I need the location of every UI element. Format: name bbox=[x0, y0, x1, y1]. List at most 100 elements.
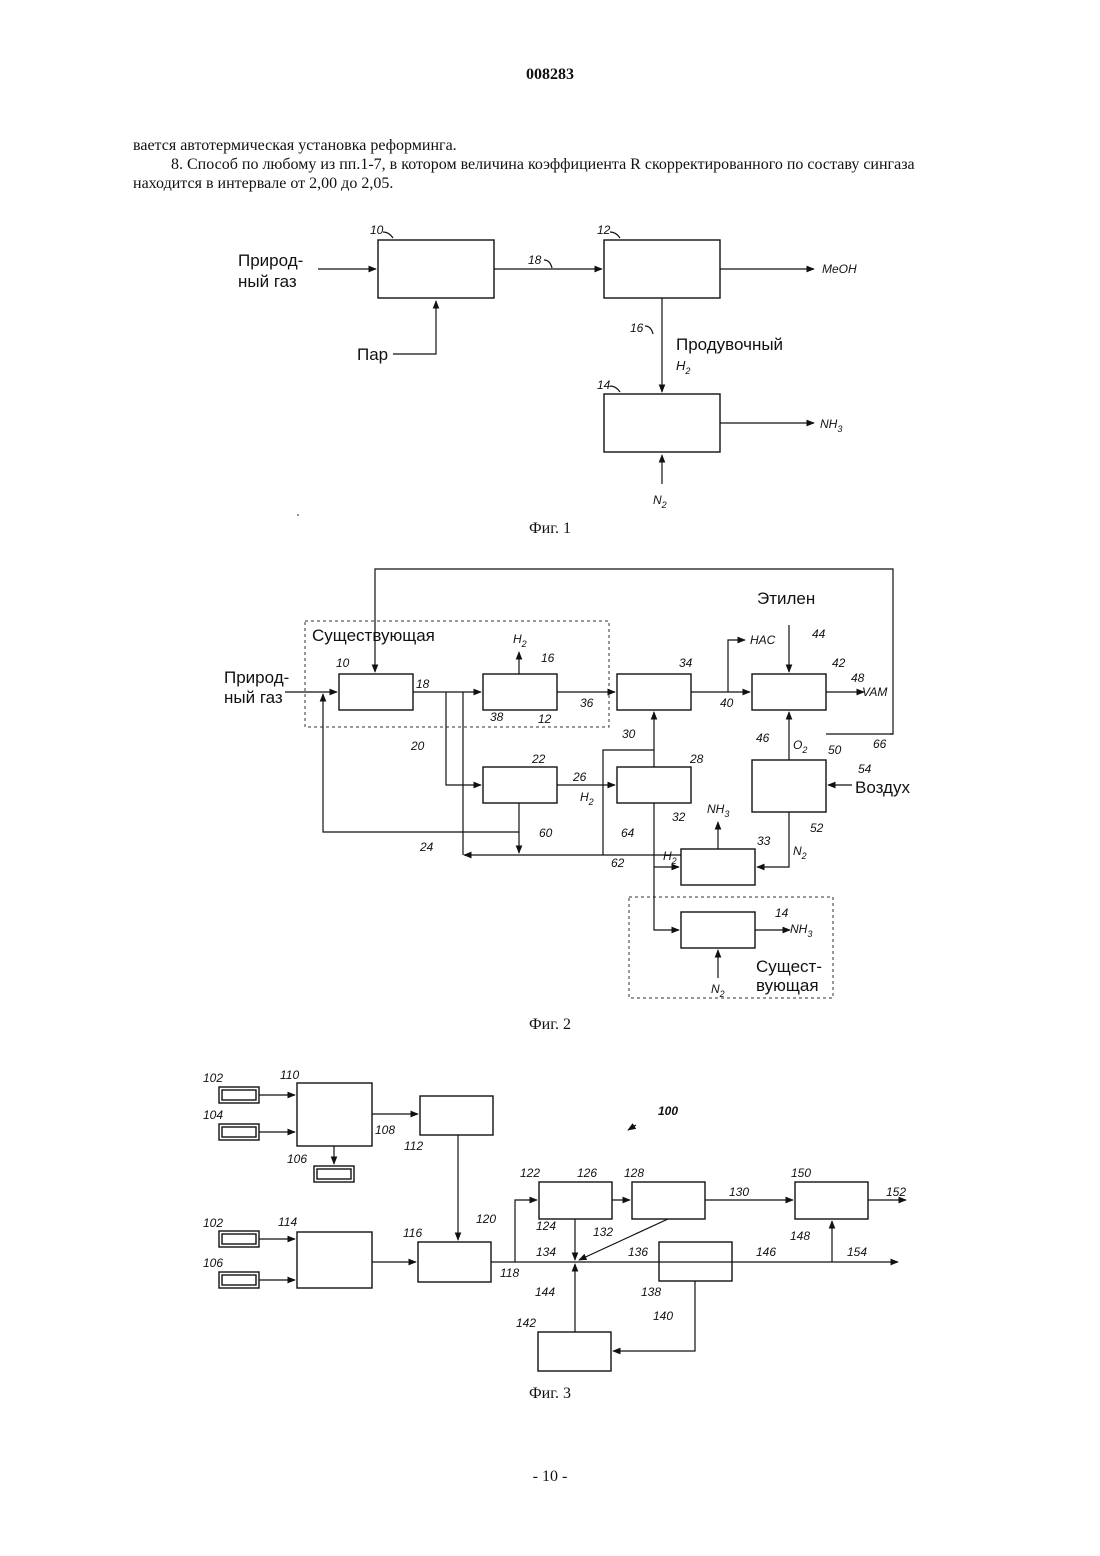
svg-text:O2: O2 bbox=[793, 738, 807, 755]
fig2-feed-label-2: ный газ bbox=[224, 688, 283, 707]
fig2-hac-label: HAC bbox=[750, 633, 776, 647]
fig1-nh3-label: NH bbox=[820, 417, 838, 431]
fig1-block-10 bbox=[378, 240, 494, 298]
fig2-ref-62: 62 bbox=[611, 856, 625, 870]
fig3-ref-140: 140 bbox=[653, 1309, 673, 1323]
fig3-ref-110: 110 bbox=[280, 1068, 299, 1082]
fig3-ref-144: 144 bbox=[535, 1285, 555, 1299]
fig1-ref-16: 16 bbox=[630, 321, 644, 335]
fig1-ref-14: 14 bbox=[597, 378, 611, 392]
fig3-ref-124: 124 bbox=[536, 1219, 556, 1233]
svg-text:H2: H2 bbox=[676, 358, 690, 376]
fig2-existing-label-bottom-2: вующая bbox=[756, 976, 819, 995]
svg-text:NH3: NH3 bbox=[820, 417, 842, 434]
fig3-ref-132: 132 bbox=[593, 1225, 613, 1239]
fig3-ref-118: 118 bbox=[500, 1266, 519, 1280]
fig3-ref-120: 120 bbox=[476, 1212, 496, 1226]
figure-1: Природ- ный газ Пар Продувочный H2 MeOH … bbox=[238, 223, 857, 516]
fig2-ref-64: 64 bbox=[621, 826, 635, 840]
svg-text:N2: N2 bbox=[711, 982, 725, 999]
fig3-ref-114: 114 bbox=[278, 1215, 297, 1229]
fig3-ref-134: 134 bbox=[536, 1245, 556, 1259]
fig2-ref-26: 26 bbox=[572, 770, 587, 784]
fig2-ref-34: 34 bbox=[679, 656, 693, 670]
fig3-ref-112: 112 bbox=[404, 1139, 423, 1153]
fig2-ref-40: 40 bbox=[720, 696, 734, 710]
page-number: - 10 - bbox=[0, 1468, 1100, 1486]
fig2-existing-label-bottom-1: Сущест- bbox=[756, 957, 822, 976]
fig2-ref-60: 60 bbox=[539, 826, 553, 840]
fig1-caption: Фиг. 1 bbox=[529, 520, 571, 537]
fig2-ref-33: 33 bbox=[757, 834, 771, 848]
fig2-ref-52: 52 bbox=[810, 821, 824, 835]
fig2-ref-30: 30 bbox=[622, 727, 636, 741]
svg-text:NH3: NH3 bbox=[707, 802, 729, 819]
fig3-ref-106a: 106 bbox=[287, 1152, 307, 1166]
fig3-ref-108: 108 bbox=[375, 1123, 395, 1137]
fig1-ref-12: 12 bbox=[597, 223, 611, 237]
fig1-n2-label: N bbox=[653, 493, 662, 507]
svg-text:H2: H2 bbox=[513, 632, 527, 649]
fig1-steam-label: Пар bbox=[357, 345, 388, 364]
fig3-ref-154: 154 bbox=[847, 1245, 867, 1259]
fig1-purge-label: Продувочный bbox=[676, 335, 783, 354]
fig3-ref-138: 138 bbox=[641, 1285, 661, 1299]
svg-text:H2: H2 bbox=[663, 849, 677, 866]
fig2-h2-label-top: H bbox=[513, 632, 522, 646]
fig1-feed-label-1: Природ- bbox=[238, 251, 303, 270]
fig2-vam-label: VAM bbox=[862, 685, 887, 699]
fig2-ref-66: 66 bbox=[873, 737, 887, 751]
fig3-ref-148: 148 bbox=[790, 1229, 810, 1243]
fig3-ref-106b: 106 bbox=[203, 1256, 223, 1270]
fig3-ref-102b: 102 bbox=[203, 1216, 223, 1230]
fig2-o2-label: O bbox=[793, 738, 802, 752]
fig2-ref-36: 36 bbox=[580, 696, 594, 710]
fig1-meoh-label: MeOH bbox=[822, 262, 857, 276]
fig2-h2-label-bottom: H bbox=[663, 849, 672, 863]
svg-text:NH3: NH3 bbox=[790, 922, 812, 939]
fig2-ref-38: 38 bbox=[490, 710, 504, 724]
fig2-existing-label-top: Существующая bbox=[312, 626, 435, 645]
fig2-ref-42: 42 bbox=[832, 656, 846, 670]
fig3-ref-100: 100 bbox=[658, 1104, 678, 1118]
fig2-n2-label-right: N bbox=[793, 844, 802, 858]
fig3-ref-130: 130 bbox=[729, 1185, 749, 1199]
fig2-nh3-label-1: NH bbox=[707, 802, 725, 816]
figure-2: Существующая Сущест- вующая Природ- ный … bbox=[224, 569, 910, 999]
fig3-caption: Фиг. 3 bbox=[529, 1385, 571, 1402]
fig1-ref-10: 10 bbox=[370, 223, 384, 237]
fig2-ref-46: 46 bbox=[756, 731, 770, 745]
figure-3: 100 102 104 106 108 110 112 114 116 118 … bbox=[203, 1068, 906, 1371]
fig3-ref-142: 142 bbox=[516, 1316, 536, 1330]
fig2-ref-12: 12 bbox=[538, 712, 552, 726]
fig2-ref-44: 44 bbox=[812, 627, 826, 641]
fig3-ref-104: 104 bbox=[203, 1108, 223, 1122]
fig3-ref-150: 150 bbox=[791, 1166, 811, 1180]
fig2-caption: Фиг. 2 bbox=[529, 1016, 571, 1033]
fig2-h2-label-mid: H bbox=[580, 790, 589, 804]
fig3-ref-128: 128 bbox=[624, 1166, 644, 1180]
fig2-ref-10: 10 bbox=[336, 656, 350, 670]
fig2-ref-24: 24 bbox=[419, 840, 434, 854]
fig1-ref-18: 18 bbox=[528, 253, 542, 267]
fig2-air-label: Воздух bbox=[855, 778, 910, 797]
fig1-block-14 bbox=[604, 394, 720, 452]
svg-text:N2: N2 bbox=[653, 493, 667, 510]
fig2-ref-28: 28 bbox=[689, 752, 704, 766]
fig2-ref-16: 16 bbox=[541, 651, 555, 665]
svg-text:N2: N2 bbox=[793, 844, 807, 861]
fig2-n2-label-bottom: N bbox=[711, 982, 720, 996]
fig3-ref-152: 152 bbox=[886, 1185, 906, 1199]
fig3-ref-136: 136 bbox=[628, 1245, 648, 1259]
fig2-ref-20: 20 bbox=[410, 739, 425, 753]
fig3-ref-146: 146 bbox=[756, 1245, 776, 1259]
fig2-ref-32: 32 bbox=[672, 810, 686, 824]
fig2-nh3-label-2: NH bbox=[790, 922, 808, 936]
svg-text:H2: H2 bbox=[580, 790, 594, 807]
fig2-ref-54: 54 bbox=[858, 762, 872, 776]
fig2-ref-22: 22 bbox=[531, 752, 546, 766]
fig2-feed-label-1: Природ- bbox=[224, 668, 289, 687]
fig3-ref-102a: 102 bbox=[203, 1071, 223, 1085]
fig2-ethylene-label: Этилен bbox=[757, 589, 815, 608]
